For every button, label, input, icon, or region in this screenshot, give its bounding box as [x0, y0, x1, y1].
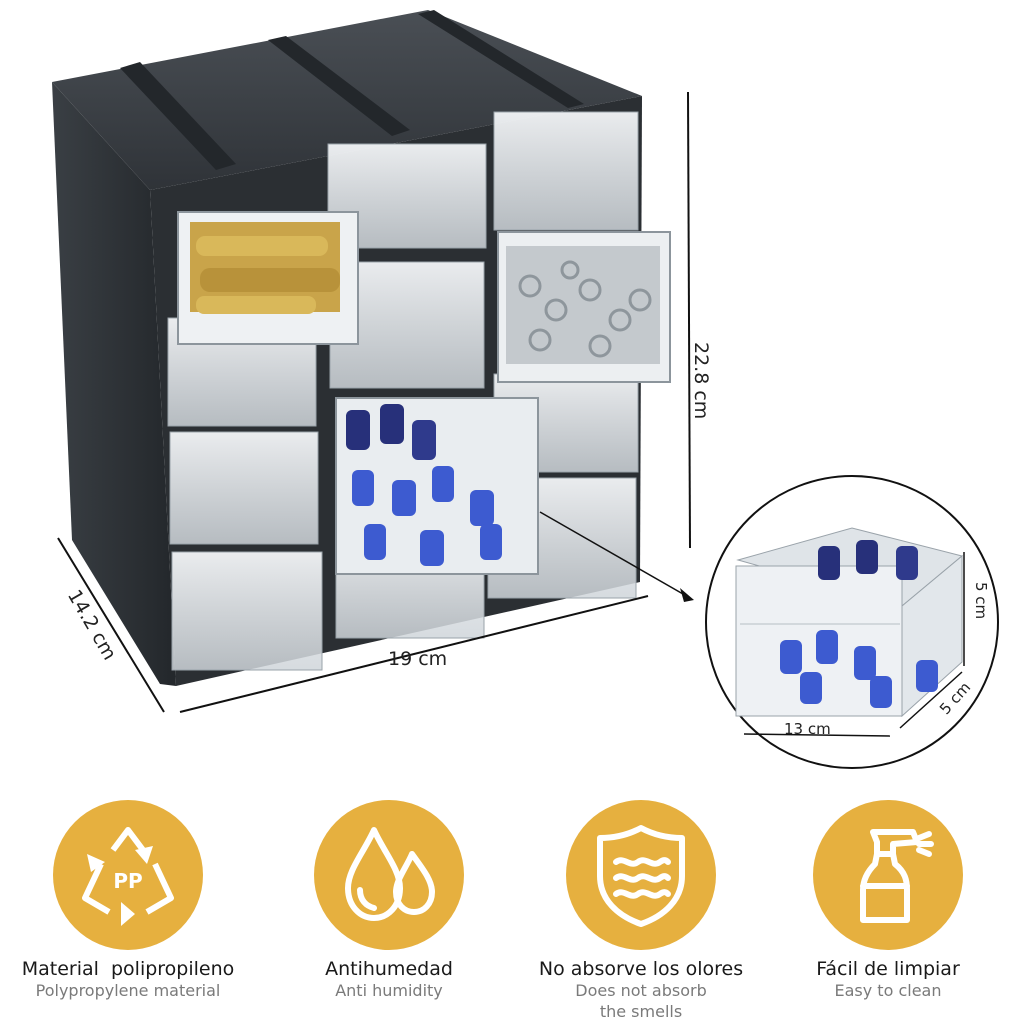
top-rail: [120, 62, 236, 170]
feature-anti-humidity: Antihumedad Anti humidity: [264, 800, 514, 1001]
drawer-height-label: 5 cm: [972, 582, 990, 620]
depth-dimension-line: [57, 537, 165, 713]
top-rail: [268, 36, 410, 136]
detail-drawer: [735, 527, 965, 737]
feature-title: Fácil de limpiar: [816, 958, 960, 980]
height-dimension-line: [687, 91, 691, 549]
feature-subtitle: Does not absorb: [575, 981, 707, 1000]
detail-arrow: [539, 511, 691, 599]
feature-subtitle-line2: the smells: [599, 1002, 683, 1021]
pp-badge-text: PP: [113, 869, 142, 893]
feature-title: Material polipropileno: [21, 958, 235, 980]
arrow-head-icon: [680, 588, 694, 602]
width-dimension-line: [179, 595, 649, 713]
feature-title: No absorve los olores: [538, 958, 744, 980]
shield-waves-icon: [597, 825, 685, 927]
recycle-pp-icon: PP: [82, 827, 174, 926]
width-label: 19 cm: [388, 648, 448, 670]
feature-no-odors: No absorve los olores Does not absorb th…: [516, 800, 766, 1022]
cabinet-side: [52, 82, 176, 686]
open-drawer-terminals: [335, 397, 539, 575]
feature-badge: [813, 800, 963, 950]
height-label: 22.8 cm: [690, 342, 712, 420]
open-drawer-screws: [497, 231, 671, 383]
spray-bottle-icon: [860, 829, 934, 923]
drawer: [169, 431, 319, 545]
drawer: [493, 111, 639, 231]
feature-badge: PP: [53, 800, 203, 950]
drawer-cabinet-illustration: [52, 10, 999, 769]
drawer: [171, 551, 323, 671]
water-drops-icon: [345, 827, 435, 921]
feature-title: Antihumedad: [325, 958, 453, 980]
feature-easy-clean: Fácil de limpiar Easy to clean: [763, 800, 1013, 1001]
feature-subtitle: Easy to clean: [834, 981, 942, 1000]
open-drawer-brass: [177, 211, 359, 345]
feature-badge: [566, 800, 716, 950]
feature-badge: [314, 800, 464, 950]
drawer-width-label: 13 cm: [784, 720, 831, 738]
feature-subtitle: Polypropylene material: [35, 981, 221, 1000]
top-rail: [418, 10, 584, 108]
feature-subtitle: Anti humidity: [335, 981, 443, 1000]
feature-polypropylene: PP Material polipropileno Polypropylene …: [3, 800, 253, 1001]
